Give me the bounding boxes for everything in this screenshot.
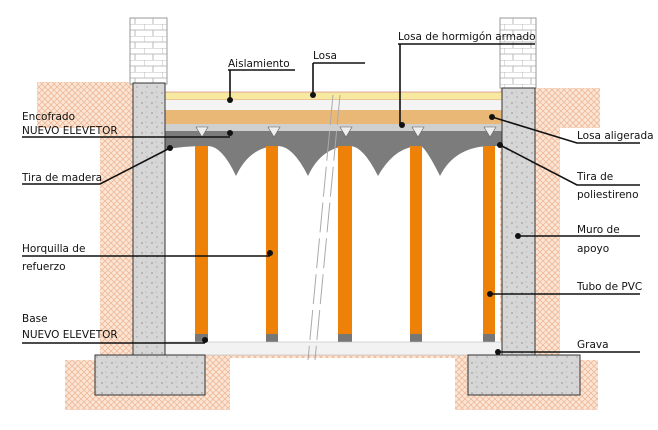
pvc-tubes [195,146,495,342]
label-horquilla-1: Horquilla de [22,243,85,255]
label-aislamiento: Aislamiento [228,58,290,70]
break-line [307,94,341,361]
label-losa-aligerada: Losa aligerada [577,130,654,142]
footing-left [94,354,206,396]
brick-wall-left [129,17,168,85]
label-tira-poli-2: poliestireno [577,189,639,201]
insulation-layer [164,91,503,101]
label-tira-poli-1: Tira de [576,171,613,183]
sand-layer [165,110,502,124]
label-tira-madera: Tira de madera [21,172,102,184]
concrete-slab-layer [165,124,502,131]
label-muro-2: apoyo [577,243,609,255]
label-encofrado: Encofrado [22,111,75,123]
brick-wall-right [499,17,537,89]
label-base: Base [22,313,48,325]
wall-left [132,82,166,359]
polystyrene-strips [195,126,497,138]
waffle-slab [165,131,502,176]
label-encofrado-sub: NUEVO ELEVETOR [22,125,118,137]
label-horquilla-2: refuerzo [22,261,66,273]
losa-layer [165,100,502,110]
label-grava: Grava [577,339,609,351]
label-losa: Losa [313,50,337,62]
label-muro-1: Muro de [577,224,620,236]
label-tubo-pvc: Tubo de PVC [576,281,642,293]
label-losa-hormigon: Losa de hormigón armado [398,31,536,43]
label-base-sub: NUEVO ELEVETOR [22,329,118,341]
footing-right [467,354,581,396]
leader-lines [22,43,640,355]
gravel-layer [164,341,503,356]
